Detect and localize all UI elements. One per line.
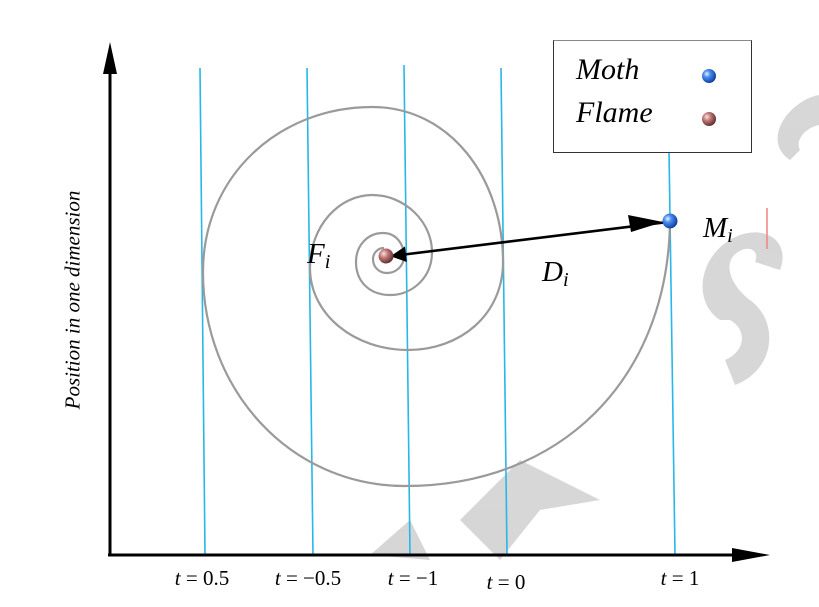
axes bbox=[103, 42, 770, 562]
time-line-t-neg0.5 bbox=[306, 67, 314, 556]
flame-label: Fi bbox=[307, 238, 331, 274]
distance-arrow-tail-head-icon bbox=[628, 215, 663, 232]
time-line-t-0.5 bbox=[199, 67, 206, 556]
moth-sphere-icon[interactable] bbox=[662, 213, 678, 229]
time-line-t-neg1 bbox=[403, 64, 411, 556]
watermark bbox=[370, 95, 819, 560]
legend-item-moth: Moth bbox=[576, 53, 640, 86]
x-tick-label-t-0.5: t = 0.5 bbox=[174, 566, 230, 590]
y-axis-label: Position in one dimension bbox=[60, 190, 85, 410]
x-tick-label-t-neg0.5: t = −0.5 bbox=[274, 566, 342, 590]
x-axis-arrow-icon bbox=[732, 548, 770, 562]
red-sphere-icon bbox=[702, 112, 716, 126]
x-tick-label-t-1: t = 1 bbox=[660, 566, 700, 590]
flame-sphere-icon[interactable] bbox=[378, 248, 394, 264]
blue-sphere-icon bbox=[702, 69, 716, 83]
time-line-t-1 bbox=[668, 149, 676, 556]
spiral-path bbox=[201, 105, 672, 488]
distance-arrow bbox=[390, 220, 669, 263]
time-line-t-0 bbox=[500, 67, 508, 556]
moth-label: Mi bbox=[703, 212, 733, 248]
x-tick-label-t-neg1: t = −1 bbox=[387, 566, 439, 590]
y-axis-arrow-icon bbox=[103, 42, 117, 74]
legend-item-flame: Flame bbox=[576, 96, 653, 129]
distance-label: Di bbox=[542, 256, 569, 292]
x-tick-label-t-0: t = 0 bbox=[486, 570, 526, 594]
legend: Moth Flame bbox=[553, 40, 752, 153]
